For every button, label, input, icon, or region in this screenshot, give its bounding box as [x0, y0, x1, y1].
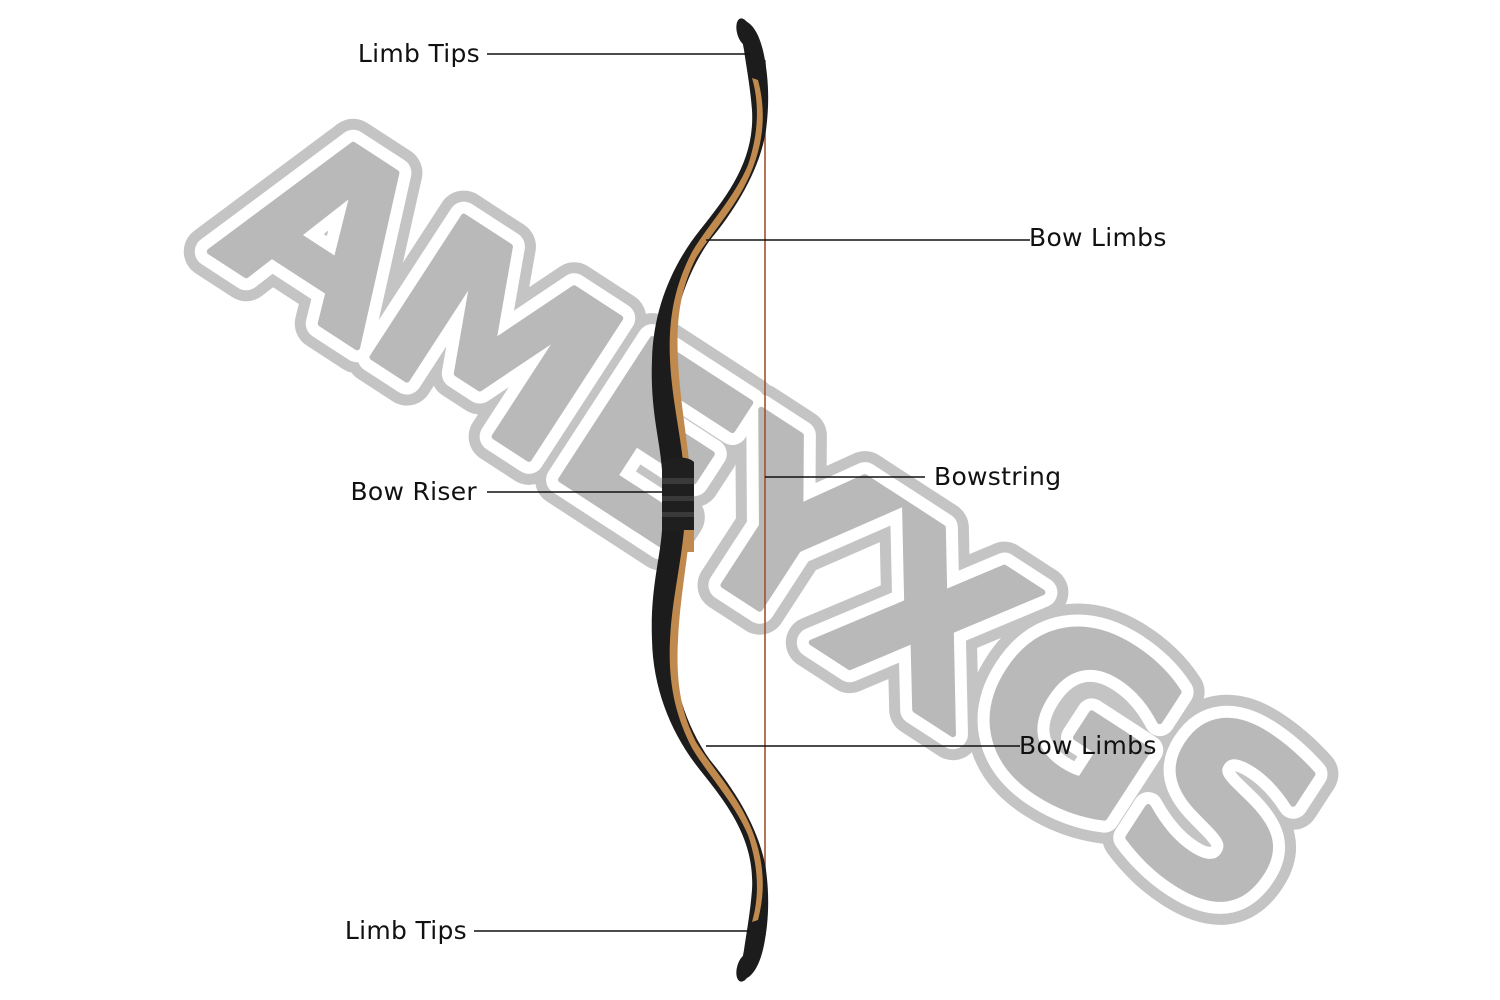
- label-bow-riser: Bow Riser: [350, 477, 477, 506]
- watermark-text: AMEYXGS: [179, 73, 1360, 969]
- label-bow-limbs-lower: Bow Limbs: [1019, 731, 1157, 760]
- upper-limb-tip: [736, 18, 752, 46]
- lower-limb: [651, 530, 769, 980]
- bow: [651, 18, 769, 982]
- riser-grip-band: [662, 512, 694, 517]
- label-bowstring: Bowstring: [934, 462, 1061, 491]
- label-limb-tips-bottom: Limb Tips: [345, 916, 467, 945]
- lower-limb-tip: [736, 954, 752, 982]
- watermark: AMEYXGS AMEYXGS AMEYXGS: [153, 47, 1386, 995]
- label-limb-tips-top: Limb Tips: [358, 39, 480, 68]
- label-bow-limbs-upper: Bow Limbs: [1029, 223, 1167, 252]
- riser-wood-accent: [686, 530, 694, 552]
- upper-limb-wood: [669, 78, 763, 470]
- lower-limb-wood: [669, 530, 763, 922]
- upper-limb: [651, 20, 769, 470]
- riser-grip-band: [662, 496, 694, 501]
- riser-grip-band: [662, 478, 694, 484]
